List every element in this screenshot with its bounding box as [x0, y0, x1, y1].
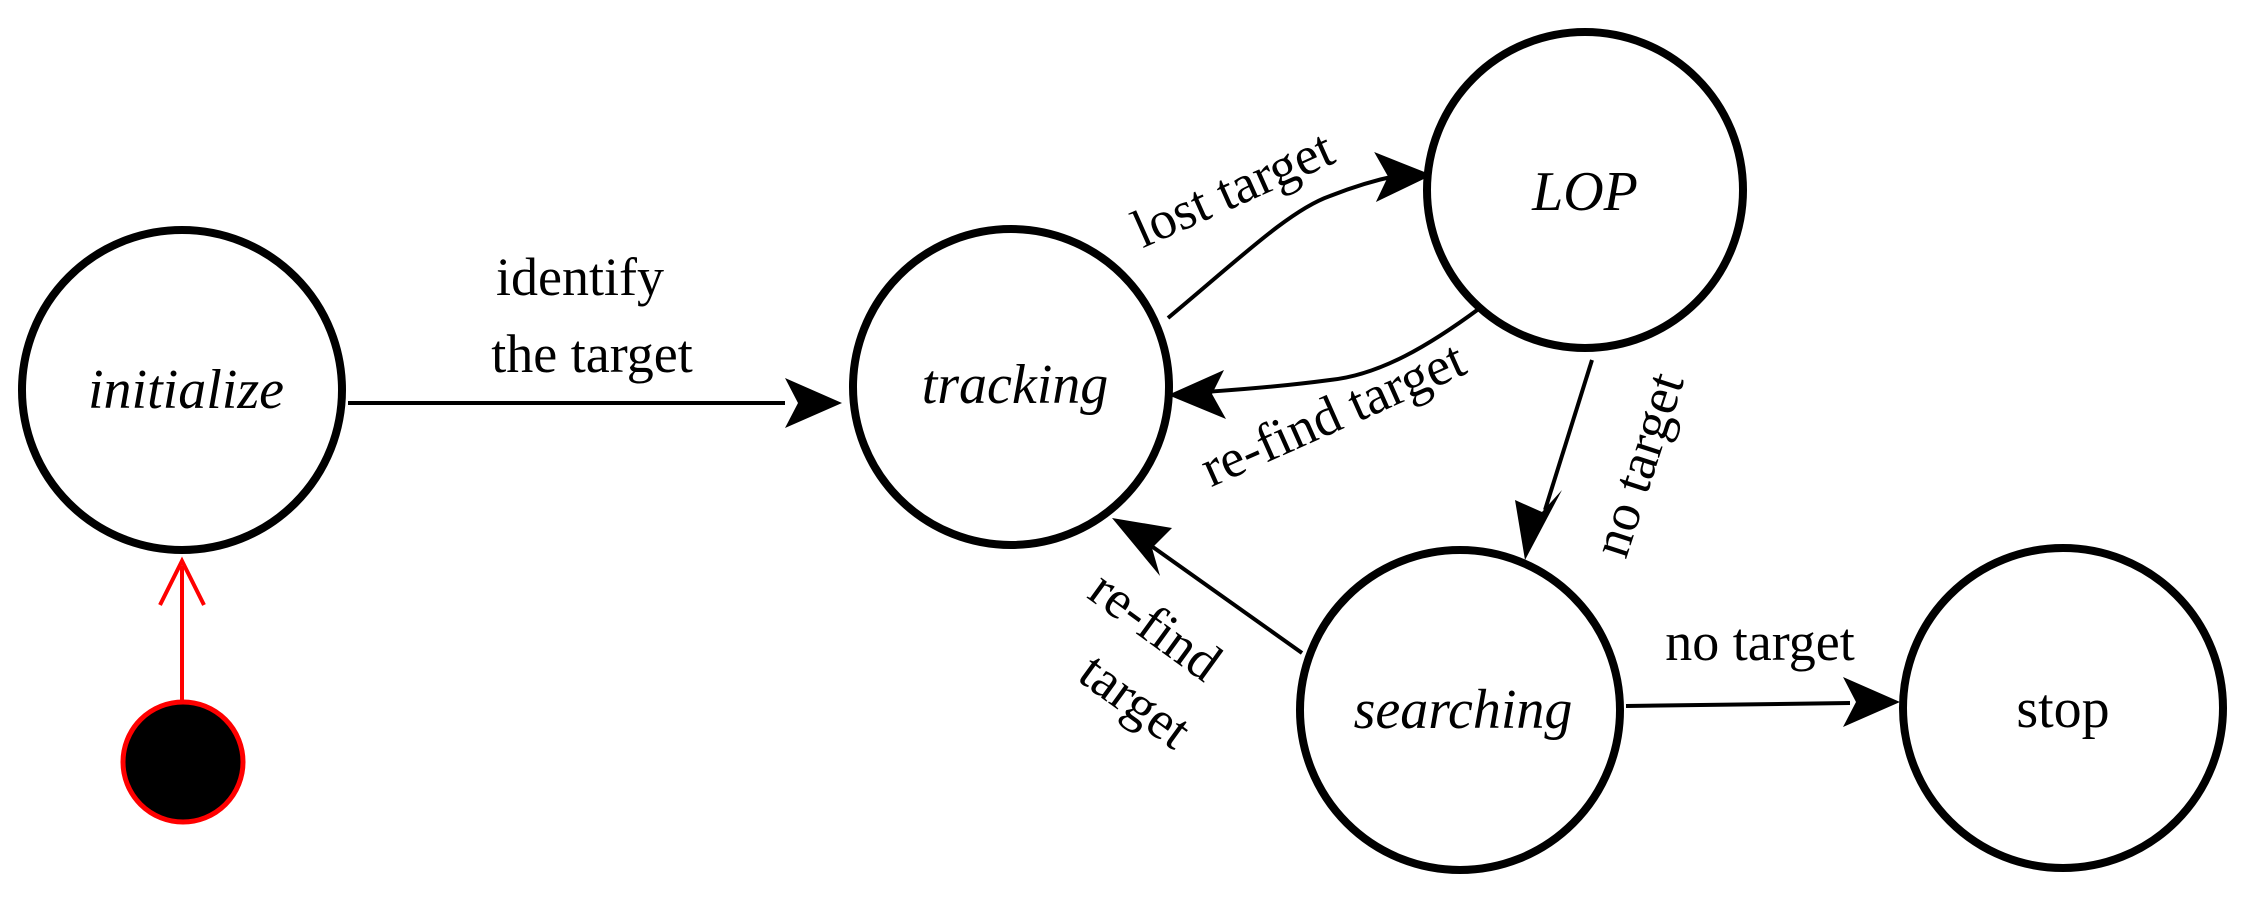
state-label-initialize: initialize — [88, 359, 284, 421]
state-searching: searching — [1296, 546, 1624, 874]
initial-state-dot — [120, 699, 246, 825]
state-label-lop: LOP — [1531, 161, 1638, 223]
edge-lop-to-tracking: re-find target — [1168, 306, 1482, 499]
arrowhead — [1112, 518, 1172, 576]
arrowhead — [1515, 490, 1562, 560]
edge-label-lost-target: lost target — [1123, 118, 1342, 260]
state-label-searching: searching — [1354, 679, 1573, 741]
arrowhead — [785, 378, 842, 428]
state-initialize: initialize — [18, 226, 346, 554]
edge-tracking-to-lop: lost target — [1123, 118, 1432, 320]
initial-pseudostate — [120, 699, 246, 825]
state-label-tracking: tracking — [922, 354, 1109, 416]
arrowhead — [1843, 677, 1900, 727]
edge-initialize-to-tracking: identify the target — [348, 247, 842, 428]
state-stop: stop — [1899, 544, 2227, 872]
edge-searching-to-tracking: re-find target — [1069, 518, 1304, 761]
state-label-stop: stop — [2016, 678, 2109, 740]
arrowhead — [1374, 152, 1432, 202]
state-lop: LOP — [1423, 28, 1747, 352]
arrowhead — [1168, 370, 1226, 419]
edge-searching-to-stop: no target — [1625, 612, 1900, 727]
open-arrowhead — [158, 556, 206, 606]
state-tracking: tracking — [849, 225, 1173, 549]
edge-label-identify: identify — [496, 247, 664, 307]
edge-label-no-target-horizontal: no target — [1665, 612, 1854, 672]
edge-label-the-target: the target — [491, 324, 692, 384]
edge-lop-to-searching: no target — [1515, 359, 1696, 564]
edge-label-no-target-vertical: no target — [1580, 365, 1696, 564]
edge-start-to-initialize — [158, 556, 206, 700]
edge-label-re-find-target-upper: re-find target — [1191, 329, 1473, 499]
